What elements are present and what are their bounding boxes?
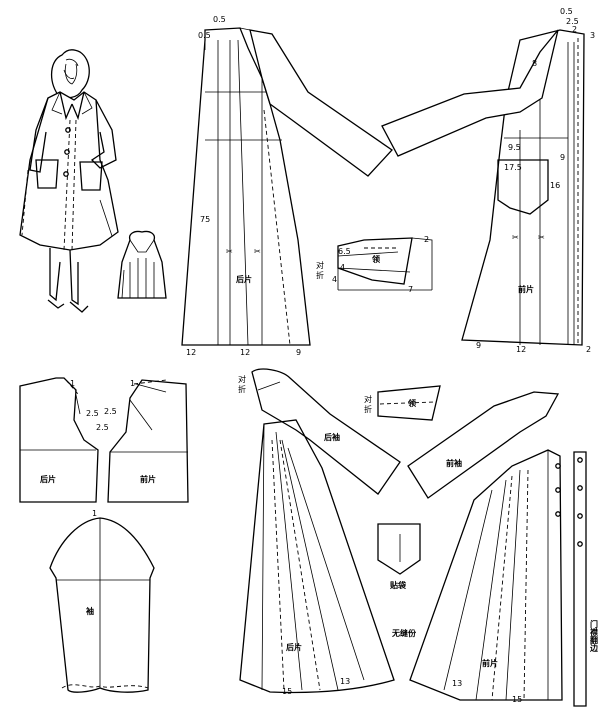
svg-text:✂: ✂ [254,247,261,256]
front-dim-2: 2 [572,25,577,34]
back-skirt-d15: 15 [282,687,292,696]
front-skirt-piece: 前片 13 15 [409,449,563,704]
back-hem-left: 12 [186,348,196,357]
svg-text:✂: ✂ [226,247,233,256]
collar-piece-label: 领 [408,398,416,408]
collar-dim-4b: 4 [332,275,337,284]
collar-dim-2: 2 [424,235,429,244]
back-skirt-label: 后片 [286,642,302,652]
no-seam-label: 无缝份 [391,628,417,638]
coat-illustration [19,49,167,313]
front-piece-draft: ✂ ✂ 前片 0.5 2.5 2 3 8 9.5 9 17.5 16 9 12 … [381,7,595,354]
pocket-piece: 贴袋 [377,523,421,590]
collar-fold-1: 对 [316,260,324,270]
back-sleeve-fold-1: 对 [238,374,246,384]
svg-text:✂: ✂ [512,233,519,242]
sleeve-label: 袖 [85,606,94,616]
back-sleeve-fold-2: 折 [238,384,246,394]
front-bodice-d25: 2.5 [104,407,117,416]
collar-piece-fold-1: 对 [364,394,372,404]
front-dim-0-5: 0.5 [560,7,573,16]
collar-piece: 领 对 折 [364,385,441,421]
collar-fold-2: 折 [316,270,324,280]
collar-piece-fold-2: 折 [364,404,372,414]
back-sleeve-piece: 后袖 对 折 [238,368,401,495]
pocket-label: 贴袋 [390,580,407,590]
back-top-left-dim: 0.5 [213,15,226,24]
back-bodice-d25b: 2.5 [96,423,109,432]
bodice-draft: 后片 1 2.5 2.5 前片 1 2.5 [19,377,189,503]
front-skirt-d15: 15 [512,695,522,704]
back-bodice-d25: 2.5 [86,409,99,418]
front-dim-9: 9 [560,153,565,162]
back-height-dim: 75 [200,215,210,224]
back-sleeve-label: 后袖 [324,432,340,442]
front-bodice-label: 前片 [140,474,156,484]
placket-piece: 门襟翻边 [573,451,599,707]
front-skirt-label: 前片 [482,658,498,668]
front-dim-9-5: 9.5 [508,143,521,152]
back-top-mid-dim: 0.5 [198,31,211,40]
back-skirt-piece: 后片 15 13 [239,419,395,696]
front-dim-3: 3 [590,31,595,40]
svg-text:✂: ✂ [538,233,545,242]
back-skirt-d13: 13 [340,677,350,686]
front-hem-right: 2 [586,345,591,354]
collar-dim-7: 7 [408,285,413,294]
back-piece-label: 后片 [236,274,252,284]
back-bodice-label: 后片 [40,474,56,484]
front-piece-label: 前片 [518,284,534,294]
front-dim-16: 16 [550,181,560,190]
collar-dim-4a: 4 [340,263,345,272]
front-skirt-d13: 13 [452,679,462,688]
front-bodice-d1: 1 [130,379,135,388]
front-hem-center: 12 [516,345,526,354]
front-sleeve-label: 前袖 [446,458,462,468]
front-dim-17-5: 17.5 [504,163,522,172]
front-dim-8: 8 [532,59,537,68]
front-sleeve-piece: 前袖 [407,391,560,499]
back-hem-right: 9 [296,348,301,357]
placket-label: 门襟翻边 [589,619,599,653]
front-hem-left: 9 [476,341,481,350]
back-bodice-d1: 1 [70,379,75,388]
collar-dim-6-5: 6.5 [338,247,351,256]
collar-draft: 领 对 折 6.5 4 4 2 7 [316,235,433,294]
collar-draft-label: 领 [372,254,380,264]
back-hem-center: 12 [240,348,250,357]
back-piece-draft: ✂ ✂ 后片 0.5 0.5 75 12 12 9 [181,15,393,357]
sleeve-draft: 袖 1 [49,509,155,693]
front-dim-2-5: 2.5 [566,17,579,26]
sleeve-d1: 1 [92,509,97,518]
